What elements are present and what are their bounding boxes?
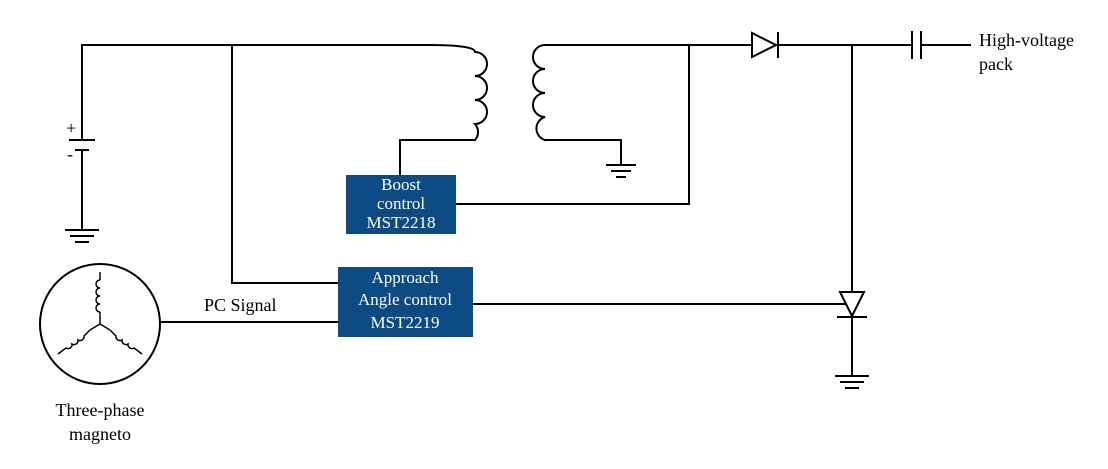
hv-pack-label-line1: High-voltage [979,30,1074,50]
branch-wire-to-angle [231,44,339,284]
boost-block-line1: Boost [381,175,421,194]
primary-to-boost-wire [399,139,476,177]
angle-block-line3: MST2219 [371,313,440,332]
magneto-label-line2: magneto [69,424,131,444]
boost-block-line2: control [377,194,425,213]
angle-block-line1: Approach [371,268,439,287]
magneto-label-line1: Three-phase [56,400,145,420]
battery-minus-label: - [67,144,73,164]
hv-pack-label-line2: pack [979,54,1013,74]
top-diode-icon [751,31,779,59]
boost-feedback-wire [455,44,690,205]
angle-control-block: Approach Angle control MST2219 [338,267,473,337]
top-bus-wire [81,44,477,54]
secondary-ground-wire [544,139,622,166]
thyristor-ground-icon [835,375,869,389]
boost-control-block: Boost control MST2218 [346,175,456,234]
pc-signal-label: PC Signal [204,295,277,315]
secondary-coil-icon [532,43,547,142]
battery-ground-icon [65,229,99,243]
angle-block-line2: Angle control [358,290,452,309]
battery-plus-label: + [66,118,76,138]
secondary-ground-icon [606,164,636,178]
boost-block-line3: MST2218 [367,213,436,232]
magneto-icon [39,263,161,385]
primary-coil-icon [472,50,488,142]
capacitor-icon [911,31,922,59]
